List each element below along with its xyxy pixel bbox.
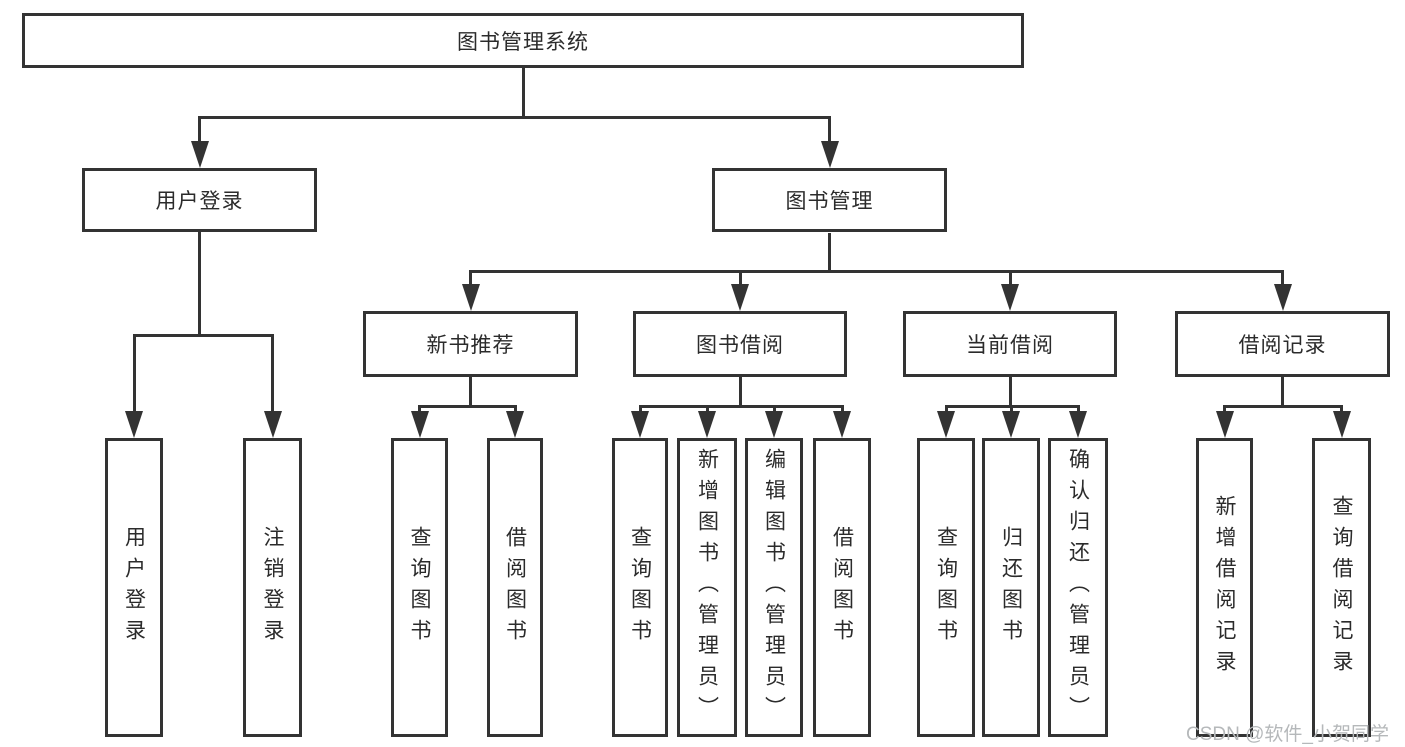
connector-root-drop-left [198,115,201,146]
connector-root-drop-right [828,115,831,146]
connector-current-drop-1 [944,404,948,414]
leaf-logout: 注销登录 [243,438,302,737]
connector-newbook-bar [418,404,517,408]
connector-bookmgmt-stem [828,233,831,273]
leaf-borrowing-query-books: 查询图书 [612,438,668,737]
arrow-down-icon [1215,411,1234,438]
connector-userlogin-drop-left [132,333,136,416]
arrow-down-icon [731,284,749,311]
connector-borrowing-drop-1 [638,404,642,414]
leaf-current-confirm-return-admin: 确认归还（管理员） [1048,438,1108,737]
connector-borrowing-drop-2 [705,404,709,414]
leaf-current-return-books: 归还图书 [982,438,1040,737]
leaf-user-login: 用户登录 [105,438,163,737]
connector-bookmgmt-drop-3 [1008,269,1012,288]
connector-newbook-stem [469,377,472,407]
node-book-management: 图书管理 [712,168,947,232]
connector-newbook-drop-right [513,404,517,414]
node-new-book-recommend: 新书推荐 [363,311,578,377]
node-user-login: 用户登录 [82,168,317,232]
connector-records-bar [1223,404,1343,408]
arrow-down-icon [765,411,783,438]
leaf-newbook-borrow-books: 借阅图书 [487,438,543,737]
arrow-down-icon [125,411,143,438]
connector-root-bar [198,115,831,119]
leaf-borrowing-add-books-admin: 新增图书（管理员） [677,438,737,737]
connector-records-stem [1281,377,1284,407]
connector-bookmgmt-drop-1 [469,269,472,288]
connector-records-drop-left [1223,404,1226,414]
connector-userlogin-drop-right [271,333,274,416]
connector-bookmgmt-drop-2 [738,269,742,288]
arrow-down-icon [698,411,716,438]
leaf-newbook-query-books: 查询图书 [391,438,448,737]
connector-borrowing-stem [738,377,742,407]
arrow-down-icon [833,411,851,438]
node-borrow-records: 借阅记录 [1175,311,1390,377]
connector-bookmgmt-drop-4 [1281,269,1284,288]
connector-userlogin-stem [198,232,201,337]
node-book-borrowing: 图书借阅 [633,311,847,377]
arrow-down-icon [937,411,955,438]
arrow-down-icon [190,141,209,168]
arrow-down-icon [631,411,649,438]
node-library-system: 图书管理系统 [22,13,1024,68]
connector-newbook-drop-left [418,404,421,414]
connector-current-stem [1008,377,1012,407]
connector-current-drop-2 [1009,404,1013,414]
connector-borrowing-drop-3 [772,404,776,414]
leaf-borrowing-borrow-books: 借阅图书 [813,438,871,737]
csdn-watermark: CSDN @软件_小贺同学 [1186,724,1389,745]
arrow-down-icon [506,411,524,438]
arrow-down-icon [1273,284,1292,311]
leaf-records-add-record: 新增借阅记录 [1196,438,1253,737]
connector-current-drop-3 [1076,404,1080,414]
connector-userlogin-bar [132,333,274,337]
arrow-down-icon [1069,411,1087,438]
connector-borrowing-bar [638,404,844,408]
connector-root-stem [521,68,525,118]
arrow-down-icon [1001,284,1019,311]
leaf-records-query-record: 查询借阅记录 [1312,438,1371,737]
leaf-current-query-books: 查询图书 [917,438,975,737]
node-current-borrowing: 当前借阅 [903,311,1117,377]
arrow-down-icon [263,411,282,438]
leaf-borrowing-edit-books-admin: 编辑图书（管理员） [745,438,803,737]
connector-records-drop-right [1340,404,1343,414]
connector-bookmgmt-bar [469,269,1284,273]
connector-borrowing-drop-4 [840,404,844,414]
arrow-down-icon [820,141,839,168]
arrow-down-icon [410,411,429,438]
arrow-down-icon [461,284,480,311]
arrow-down-icon [1002,411,1020,438]
arrow-down-icon [1332,411,1351,438]
